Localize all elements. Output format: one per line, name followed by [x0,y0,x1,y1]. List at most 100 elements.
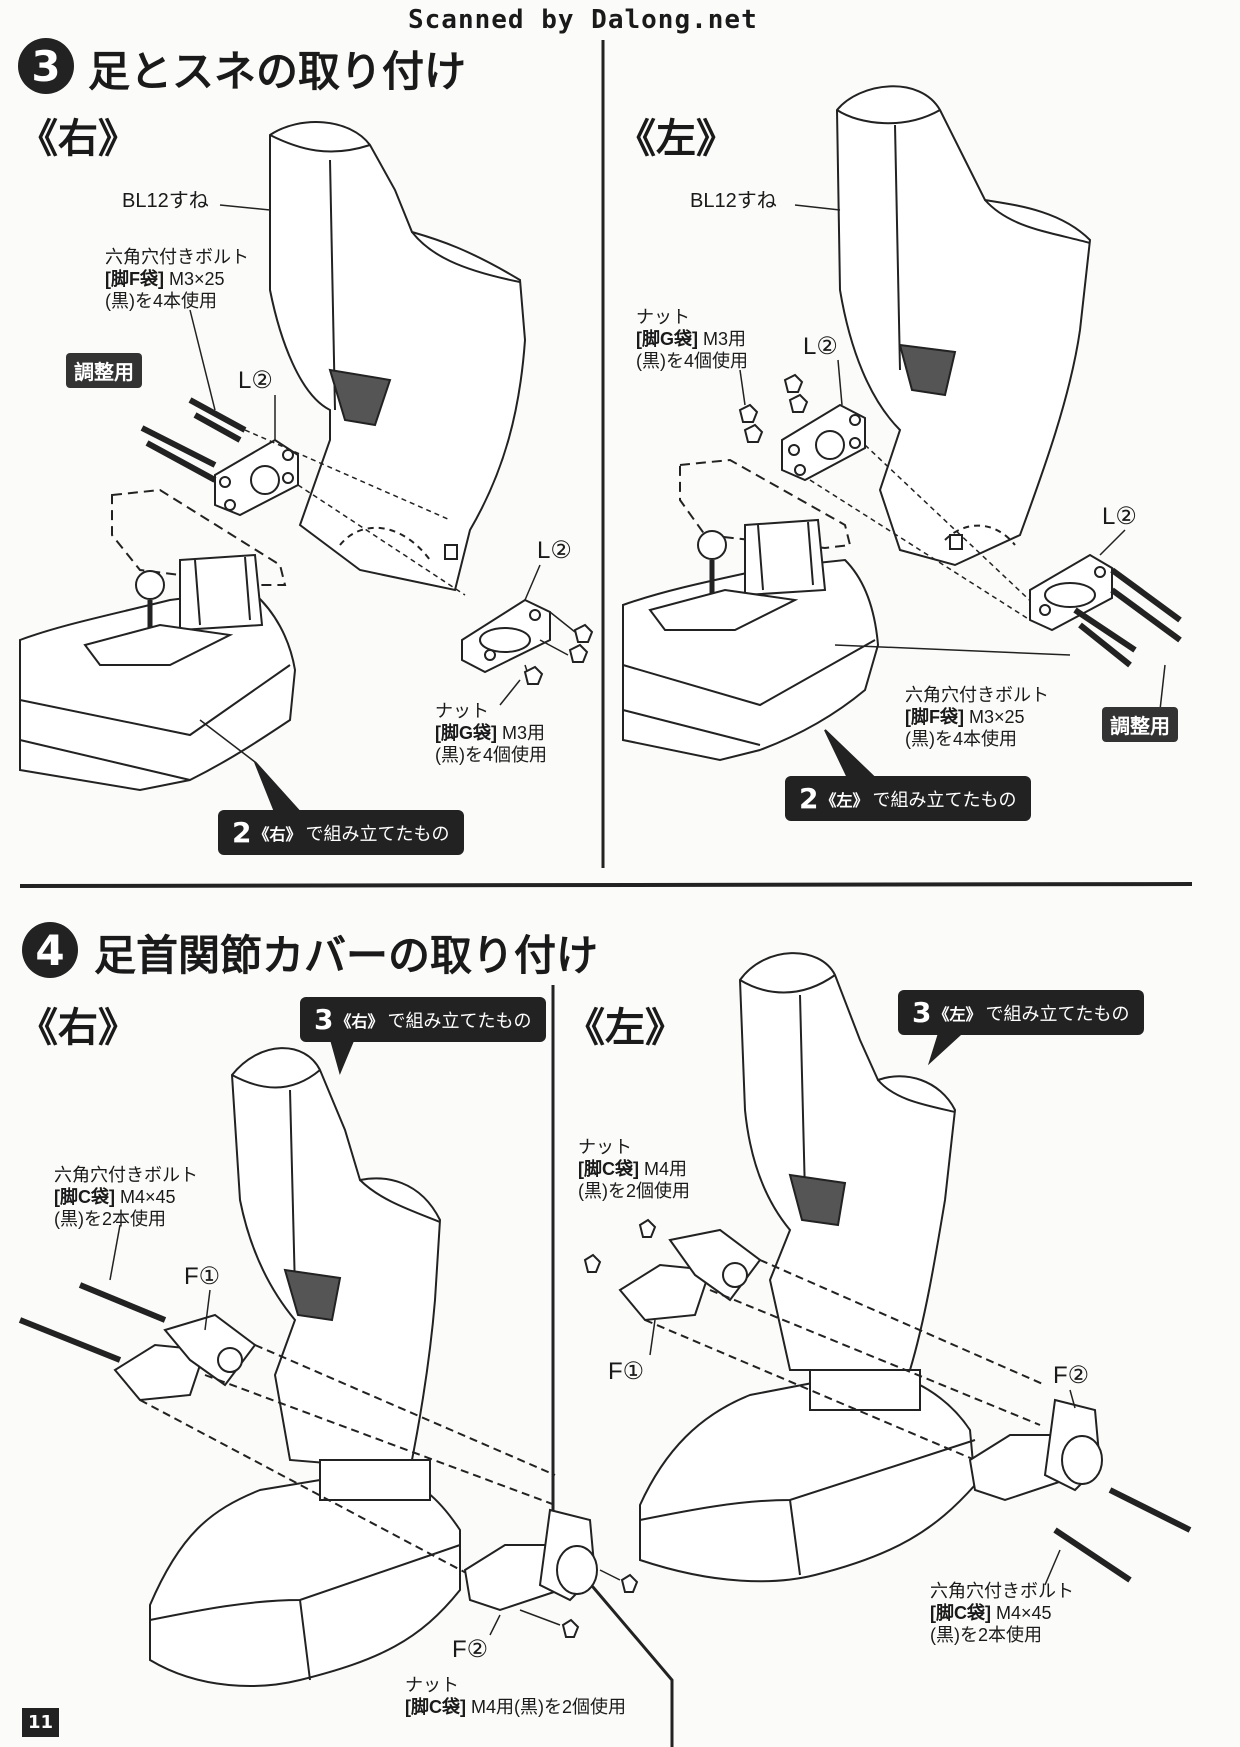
nut-bag: [脚C袋] [578,1159,639,1179]
shin-right-step3 [270,122,525,590]
joint-block-right-upper [215,440,298,515]
joint-block-left-upper [740,375,1040,620]
nut-usage: (黒)を2個使用 [578,1181,690,1201]
side-label-right: 《右》 [18,1004,138,1051]
bolts-right-upper [142,400,465,595]
part-label-shin: BL12すね [690,190,777,212]
nut-bag: [脚G袋] [435,723,497,743]
bolt-spec-right: 六角穴付きボルト [脚C袋] M4×45 (黒)を2本使用 [54,1164,198,1230]
nut-name: ナット [578,1137,632,1157]
bolt-usage: (黒)を4本使用 [105,291,217,311]
bolt-name: 六角穴付きボルト [54,1165,198,1185]
side-label-left: 《左》 [565,1004,685,1051]
adjust-badge: 調整用 [66,353,142,388]
foot-base-left [623,520,878,760]
bolt-bag: [脚F袋] [105,269,164,289]
bolt-name: 六角穴付きボルト [105,247,249,267]
ankle-part-right-f2 [465,1510,637,1637]
part-label-f2: F② [1053,1362,1090,1389]
step-title: 足首関節カバーの取り付け [94,931,599,980]
callout-side: 《右》 [253,826,302,844]
step-title: 足とスネの取り付け [88,47,467,96]
bolt-size: M3×25 [169,269,225,289]
ankle-part-left-f2 [970,1400,1190,1580]
part-label-l2: L② [1102,503,1137,530]
foot-base-left-step4 [640,1370,975,1581]
bolt-name: 六角穴付きボルト [905,685,1049,705]
nut-spec-left: ナット [脚C袋] M4用 (黒)を2個使用 [578,1136,690,1202]
callout-side: 《左》 [933,1006,982,1024]
shin-right-step4 [232,1048,440,1470]
callout-text: で組み立てたもの [985,1003,1130,1024]
callout-pointer-right-3 [255,762,300,812]
callout-step-num: 2 [232,816,252,849]
side-label-left: 《左》 [616,115,736,162]
callout-step-num: 2 [799,782,819,815]
nut-size: M3用 [502,723,546,743]
bolt-spec-left: 六角穴付きボルト [脚F袋] M3×25 (黒)を4本使用 [905,684,1049,750]
nut-name: ナット [405,1675,459,1695]
bolt-usage: (黒)を2本使用 [930,1625,1042,1645]
bolt-size: M4×45 [120,1187,176,1207]
joint-block-left-lower [835,555,1180,665]
ankle-part-left-f1 [585,1220,1045,1460]
part-label-l2: L② [803,333,838,360]
shin-left-step4 [740,953,955,1370]
bolt-spec-right: 六角穴付きボルト [脚F袋] M3×25 (黒)を4本使用 [105,246,249,312]
horizontal-divider [20,884,1192,886]
callout-side: 《左》 [820,792,869,810]
shin-left-step3 [837,86,1090,565]
nut-bag: [脚C袋] [405,1697,466,1717]
part-label-l2: L② [238,367,273,394]
nut-spec-right: ナット [脚C袋] M4用(黒)を2個使用 [405,1674,626,1718]
nut-usage: (黒)を4個使用 [636,351,748,371]
callout-step-num: 3 [912,996,932,1029]
bolt-bag: [脚F袋] [905,707,964,727]
callout-text: で組み立てたもの [872,789,1017,810]
callout-step-num: 3 [314,1003,334,1036]
nut-detail: M4用(黒)を2個使用 [471,1697,627,1717]
part-label-l2: L② [537,537,572,564]
callout-side: 《右》 [335,1013,384,1031]
nut-usage: (黒)を4個使用 [435,745,547,765]
joint-block-right-lower [462,600,592,684]
page-number: 11 [22,1708,60,1737]
bolt-size: M4×45 [996,1603,1052,1623]
callout-text: で組み立てたもの [387,1010,532,1031]
dashed-selection-left [680,460,850,548]
bolt-usage: (黒)を4本使用 [905,729,1017,749]
ankle-part-right-f1 [20,1285,555,1575]
nut-size: M3用 [703,329,747,349]
bolt-spec-left: 六角穴付きボルト [脚C袋] M4×45 (黒)を2本使用 [930,1580,1074,1646]
nut-size: M4用 [644,1159,688,1179]
bolt-bag: [脚C袋] [930,1603,991,1623]
foot-base-right [20,555,295,790]
step-number: 3 [18,38,74,94]
assembled-callout-left: 2 《左》 で組み立てたもの [785,776,1031,821]
nut-bag: [脚G袋] [636,329,698,349]
nut-spec-left: ナット [脚G袋] M3用 (黒)を4個使用 [636,306,748,372]
nut-name: ナット [636,307,690,327]
callout-text: で組み立てたもの [305,823,450,844]
foot-base-right-step4 [150,1460,460,1686]
part-label-f1: F① [184,1263,221,1290]
part-label-shin: BL12すね [122,190,209,212]
bolt-name: 六角穴付きボルト [930,1581,1074,1601]
assembled-callout-right: 3 《右》 で組み立てたもの [300,997,546,1042]
callout-pointer-left-3 [825,730,875,778]
part-label-f1: F① [608,1358,645,1385]
assembled-callout-left: 3 《左》 で組み立てたもの [898,990,1144,1035]
side-label-right: 《右》 [18,115,138,162]
watermark: Scanned by Dalong.net [408,5,758,35]
step-number: 4 [22,922,78,978]
bolt-bag: [脚C袋] [54,1187,115,1207]
dashed-selection-right [112,490,285,585]
nut-name: ナット [435,701,489,721]
adjust-badge: 調整用 [1102,707,1178,742]
assembled-callout-right: 2 《右》 で組み立てたもの [218,810,464,855]
bolt-usage: (黒)を2本使用 [54,1209,166,1229]
bolt-size: M3×25 [969,707,1025,727]
part-label-f2: F② [452,1636,489,1663]
nut-spec-right: ナット [脚G袋] M3用 (黒)を4個使用 [435,700,547,766]
